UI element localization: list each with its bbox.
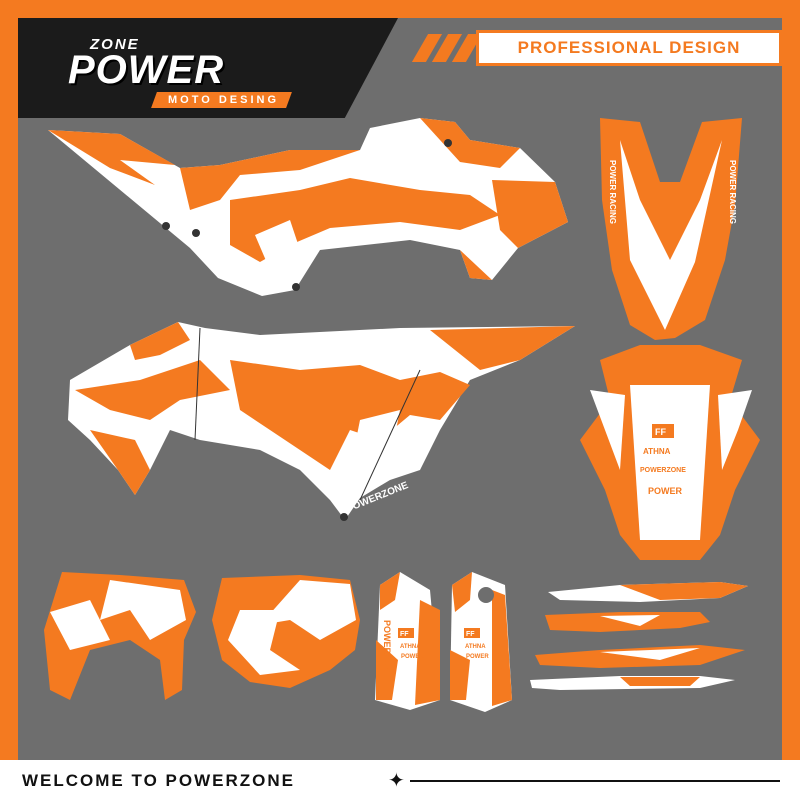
fork-right-brand: POWERZONE	[496, 620, 506, 679]
plate-brand: POWERZONE	[640, 467, 686, 474]
fork-left-ff: FF	[400, 631, 409, 638]
logo-zone-text: ZONE	[90, 36, 140, 53]
side-plate-decal-1	[44, 572, 196, 700]
plate-racing-left: POWER RACING	[608, 160, 617, 224]
fork-right-power: POWER	[466, 654, 489, 660]
fork-right-ff: FF	[466, 631, 475, 638]
shroud-decal-upper: POWERZONE	[48, 118, 568, 296]
front-plate-decal: POWER RACING POWER RACING	[600, 118, 742, 340]
plate-racing-right: POWER RACING	[728, 160, 737, 224]
shroud-decal-lower: POWERZONE	[68, 322, 575, 521]
fork-guard-decal-left: FF ATHNA POWER POWERZONE	[375, 572, 440, 710]
logo-power-text: POWER	[68, 48, 225, 92]
header-tagline: PROFESSIONAL DESIGN	[410, 30, 782, 66]
professional-design-banner: PROFESSIONAL DESIGN	[476, 30, 782, 66]
side-plate-decal-2	[212, 575, 360, 688]
fork-guard-decal-right: FF ATHNA POWER POWERZONE	[450, 572, 512, 712]
fork-left-athna: ATHNA	[400, 644, 421, 650]
professional-design-text: PROFESSIONAL DESIGN	[517, 38, 741, 57]
plate-power: POWER	[648, 486, 683, 496]
footer-divider	[410, 780, 780, 782]
fork-right-athna: ATHNA	[465, 644, 486, 650]
brand-logo: ZONE POWER MOTO DESING	[18, 18, 398, 118]
fork-left-power: POWER	[401, 654, 424, 660]
plate-ff-logo: FF	[655, 427, 666, 437]
fork-left-brand: POWERZONE	[382, 620, 392, 679]
swingarm-strips	[530, 582, 748, 690]
footer-welcome-text: WELCOME TO POWERZONE	[22, 771, 295, 790]
plate-athna: ATHNA	[643, 447, 671, 456]
footer-bar: WELCOME TO POWERZONE ✦	[0, 760, 800, 800]
number-plate-decal: FF ATHNA POWERZONE POWER	[580, 345, 760, 560]
sparkle-icon: ✦	[388, 770, 405, 792]
